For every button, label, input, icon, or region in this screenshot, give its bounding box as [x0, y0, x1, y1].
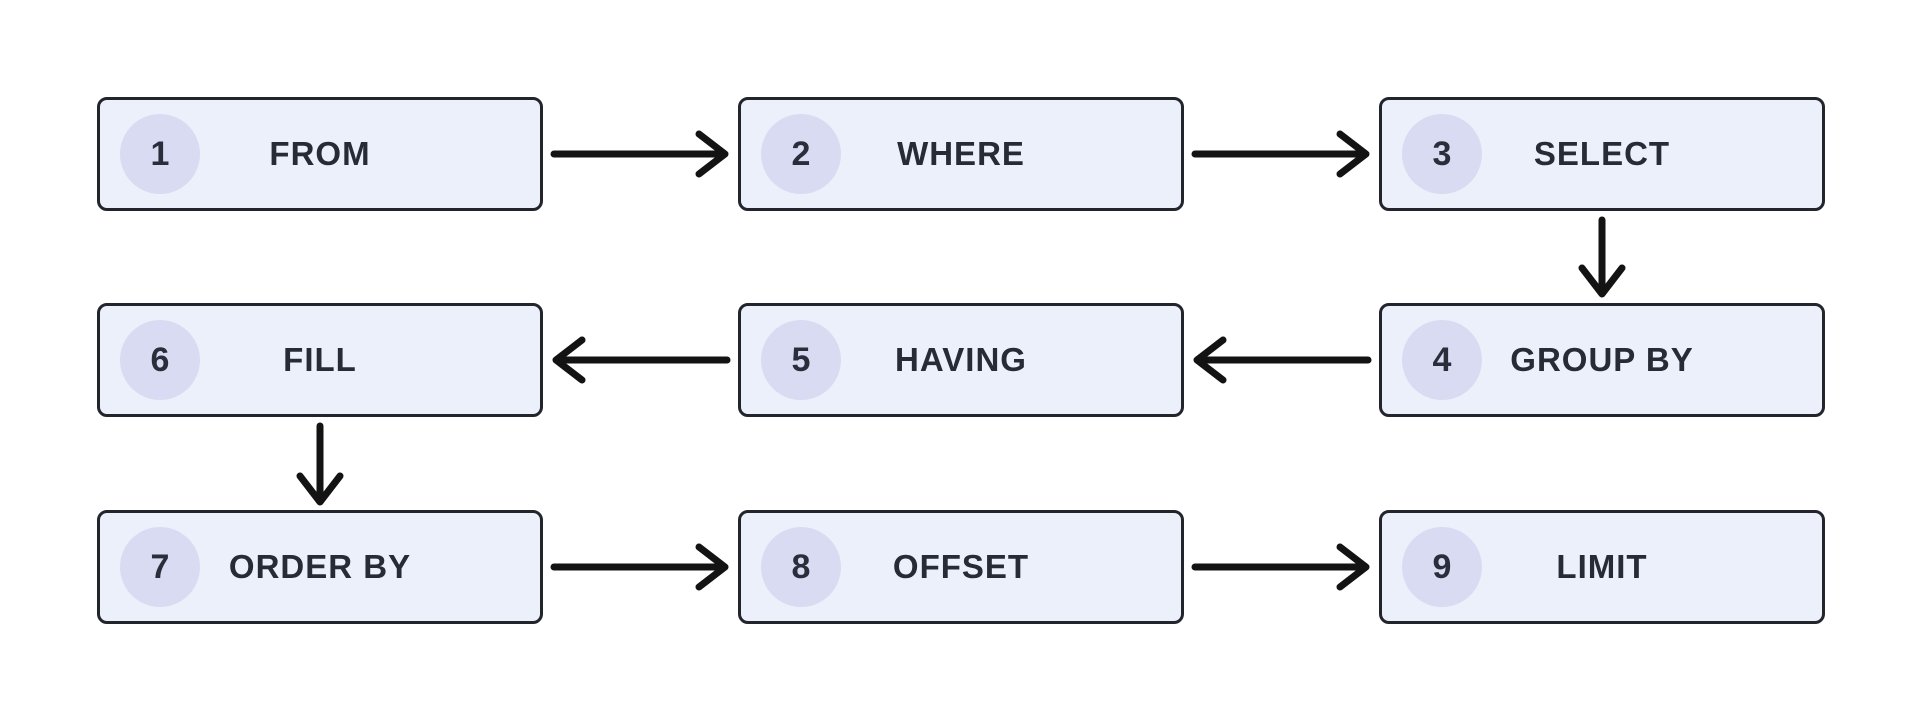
- edge-where-select: [1191, 130, 1370, 178]
- edge-from-where: [550, 130, 729, 178]
- edge-groupby-having: [1193, 336, 1372, 384]
- node-label: HAVING: [895, 341, 1027, 378]
- node-group-by: 4 GROUP BY: [1379, 303, 1825, 417]
- node-offset: 8 OFFSET: [738, 510, 1184, 624]
- node-from: 1 FROM: [97, 97, 543, 211]
- edge-fill-orderby: [296, 422, 344, 506]
- step-number-badge: 2: [761, 114, 841, 194]
- node-label: SELECT: [1533, 135, 1671, 172]
- edge-select-groupby: [1578, 216, 1626, 298]
- step-number-badge: 9: [1402, 527, 1482, 607]
- edge-offset-limit: [1191, 543, 1370, 591]
- step-number-badge: 6: [120, 320, 200, 400]
- node-fill: 6 FILL: [97, 303, 543, 417]
- node-label: WHERE: [897, 135, 1025, 172]
- edge-orderby-offset: [550, 543, 729, 591]
- node-label: FROM: [269, 135, 371, 172]
- step-number-badge: 3: [1402, 114, 1482, 194]
- node-label: OFFSET: [892, 548, 1030, 585]
- step-number-badge: 7: [120, 527, 200, 607]
- step-number-badge: 8: [761, 527, 841, 607]
- node-label: GROUP BY: [1510, 341, 1694, 378]
- step-number-badge: 5: [761, 320, 841, 400]
- node-limit: 9 LIMIT: [1379, 510, 1825, 624]
- node-having: 5 HAVING: [738, 303, 1184, 417]
- node-order-by: 7 ORDER BY: [97, 510, 543, 624]
- node-select: 3 SELECT: [1379, 97, 1825, 211]
- node-label: ORDER BY: [228, 548, 412, 585]
- node-label: LIMIT: [1556, 548, 1648, 585]
- node-where: 2 WHERE: [738, 97, 1184, 211]
- step-number-badge: 4: [1402, 320, 1482, 400]
- step-number-badge: 1: [120, 114, 200, 194]
- node-label: FILL: [283, 341, 357, 378]
- edge-having-fill: [552, 336, 731, 384]
